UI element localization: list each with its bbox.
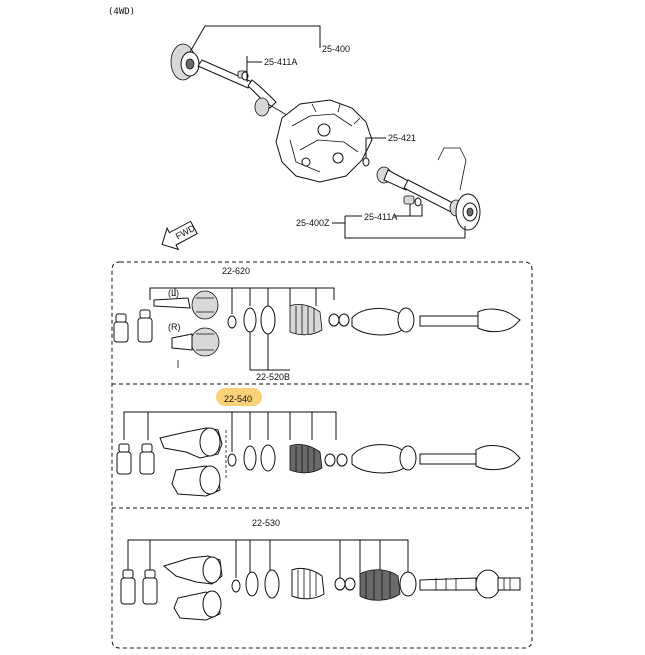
label-25-411A-top: 25-411A (264, 57, 297, 67)
bracket-ticks (123, 411, 148, 440)
right-hub (437, 147, 481, 231)
side-mark-right: (R) (168, 322, 181, 332)
callout-25-400Z (344, 216, 466, 239)
highlight-badge (216, 388, 262, 406)
panel-1-title: 22-620 (222, 266, 250, 276)
callout-25-421 (365, 137, 386, 158)
outer-boot (359, 569, 401, 601)
inner-housing-bottom (171, 465, 221, 497)
clamp (334, 577, 346, 591)
panel-3-bracket (127, 539, 409, 574)
grease-tube (139, 443, 155, 475)
panel-22-620: 22-620 (L) (R) (113, 266, 521, 382)
grease-tube (137, 309, 153, 343)
inner-housing-top (162, 555, 223, 585)
right-driveshaft (376, 166, 463, 217)
panel-22-540: 22-540 (116, 388, 521, 497)
side-mark-left: (L) (168, 288, 179, 298)
grease-tube (113, 313, 129, 343)
snap-ring (227, 453, 237, 467)
label-25-411A-bottom: 25-411A (364, 212, 397, 222)
panel-2-bracket (147, 411, 337, 440)
grease-tube (120, 569, 136, 605)
clamp (328, 313, 340, 327)
driveshaft-assembly (351, 444, 521, 474)
label-25-400: 25-400 (322, 44, 350, 54)
grease-tube (142, 569, 158, 605)
clamp (336, 453, 348, 467)
panel-1-bottom-label: 22-520B (256, 372, 290, 382)
callout-line (410, 204, 423, 217)
bracket-ticks (174, 288, 317, 314)
inner-boot (289, 304, 323, 336)
callout-25-400 (189, 25, 321, 53)
panel-3-title: 22-530 (252, 518, 280, 528)
boot-band (260, 444, 276, 472)
label-25-421: 25-421 (388, 133, 416, 143)
label-25-400Z: 25-400Z (296, 218, 330, 228)
outer-joint-left (153, 290, 219, 320)
bracket-ticks (149, 540, 381, 578)
grease-tube (116, 443, 132, 475)
boot-band (243, 307, 257, 333)
top-assembly: 25-400 25-411A 25-421 (161, 25, 481, 251)
inner-boot (291, 567, 325, 600)
seal-25-421 (362, 157, 370, 167)
inner-boot (289, 444, 323, 474)
clamp (324, 453, 336, 467)
panel-1-bracket (149, 287, 335, 300)
clamp (344, 577, 356, 591)
panel-22-530: 22-530 (120, 518, 521, 621)
outer-shaft-joint (419, 569, 521, 599)
boot-band (264, 569, 280, 599)
snap-ring (227, 315, 237, 329)
inner-housing-top (159, 427, 223, 459)
driveshaft-assembly (351, 307, 521, 336)
boot-band (260, 305, 276, 335)
snap-ring (231, 579, 241, 593)
variant-label: (4WD) (108, 7, 135, 17)
bracket-ticks (231, 412, 313, 452)
left-driveshaft (197, 59, 293, 119)
boot-band (243, 445, 257, 471)
transaxle-housing (275, 99, 373, 183)
inner-housing-bottom (173, 590, 222, 621)
outer-joint-right (171, 327, 220, 357)
panel-1-bottom-bracket (249, 332, 290, 371)
forward-arrow-icon: FWD (161, 220, 198, 251)
left-hub (170, 43, 200, 81)
clip-ring-right (414, 197, 422, 207)
boot-band (399, 571, 417, 597)
boot-band (245, 571, 259, 597)
clamp (338, 313, 350, 327)
panels-frame (111, 261, 533, 649)
panel-2-title: 22-540 (224, 394, 252, 404)
boot-kit-part-right (403, 195, 415, 205)
